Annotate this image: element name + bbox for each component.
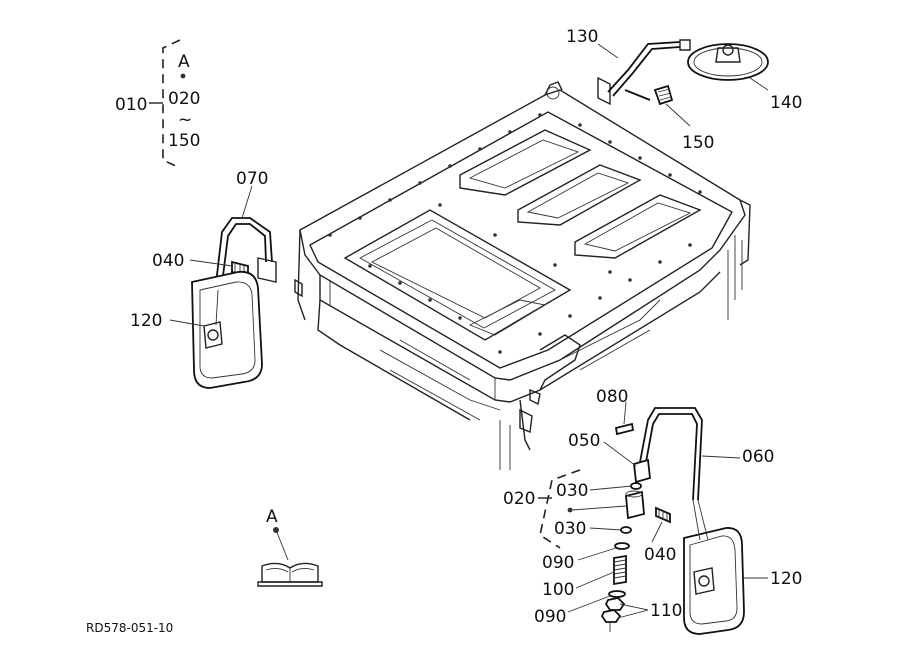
washer-030-lower [620, 526, 632, 534]
right-mirror-assembly [600, 407, 745, 635]
nut-110-upper [604, 597, 626, 611]
washer-030-upper [630, 482, 642, 490]
group-label-top: A [178, 52, 190, 72]
label-110: 110 [650, 601, 682, 621]
spring-100 [613, 554, 627, 586]
group-label-end: 150 [168, 131, 200, 151]
label-090-upper: 090 [542, 553, 574, 573]
collar-050 [633, 458, 651, 484]
joint-body-020 [625, 490, 645, 520]
drawing-code: RD578-051-10 [86, 621, 173, 635]
label-140: 140 [770, 93, 802, 113]
group-labels: A 010 020 ~ 150 [115, 52, 200, 151]
washer-090-lower [608, 590, 626, 598]
label-150: 150 [682, 133, 714, 153]
rect-mirror-120-right [683, 527, 745, 635]
label-120-left: 120 [130, 311, 162, 331]
label-100: 100 [542, 580, 574, 600]
label-040-left: 040 [152, 251, 184, 271]
group-label-range-sep: ~ [178, 110, 192, 130]
washer-090-upper [614, 542, 630, 550]
reference-callout-a: A [266, 507, 278, 527]
label-090-lower: 090 [534, 607, 566, 627]
label-040-right: 040 [644, 545, 676, 565]
label-130: 130 [566, 27, 598, 47]
label-070: 070 [236, 169, 268, 189]
part-labels: 130 140 150 070 040 120 080 050 060 020 … [130, 27, 802, 627]
group-label-code: 010 [115, 95, 147, 115]
leader-lines [169, 43, 769, 619]
rect-mirror-120-left [191, 270, 263, 389]
label-030-lower: 030 [554, 519, 586, 539]
label-030-upper: 030 [556, 481, 588, 501]
cab-roof [294, 76, 751, 470]
book-icon [257, 527, 323, 587]
roof-rivets [328, 113, 702, 354]
subassembly-bracket-020 [538, 469, 627, 549]
group-label-start: 020 [168, 89, 200, 109]
nut-110-lower [600, 609, 622, 623]
label-080: 080 [596, 387, 628, 407]
left-mirror-assembly [191, 217, 277, 389]
rear-mirror-assembly [607, 39, 769, 106]
label-120-right: 120 [770, 569, 802, 589]
label-060: 060 [742, 447, 774, 467]
label-050: 050 [568, 431, 600, 451]
label-020: 020 [503, 489, 535, 509]
pin-080 [614, 422, 635, 436]
group-bracket-010 [149, 39, 186, 169]
